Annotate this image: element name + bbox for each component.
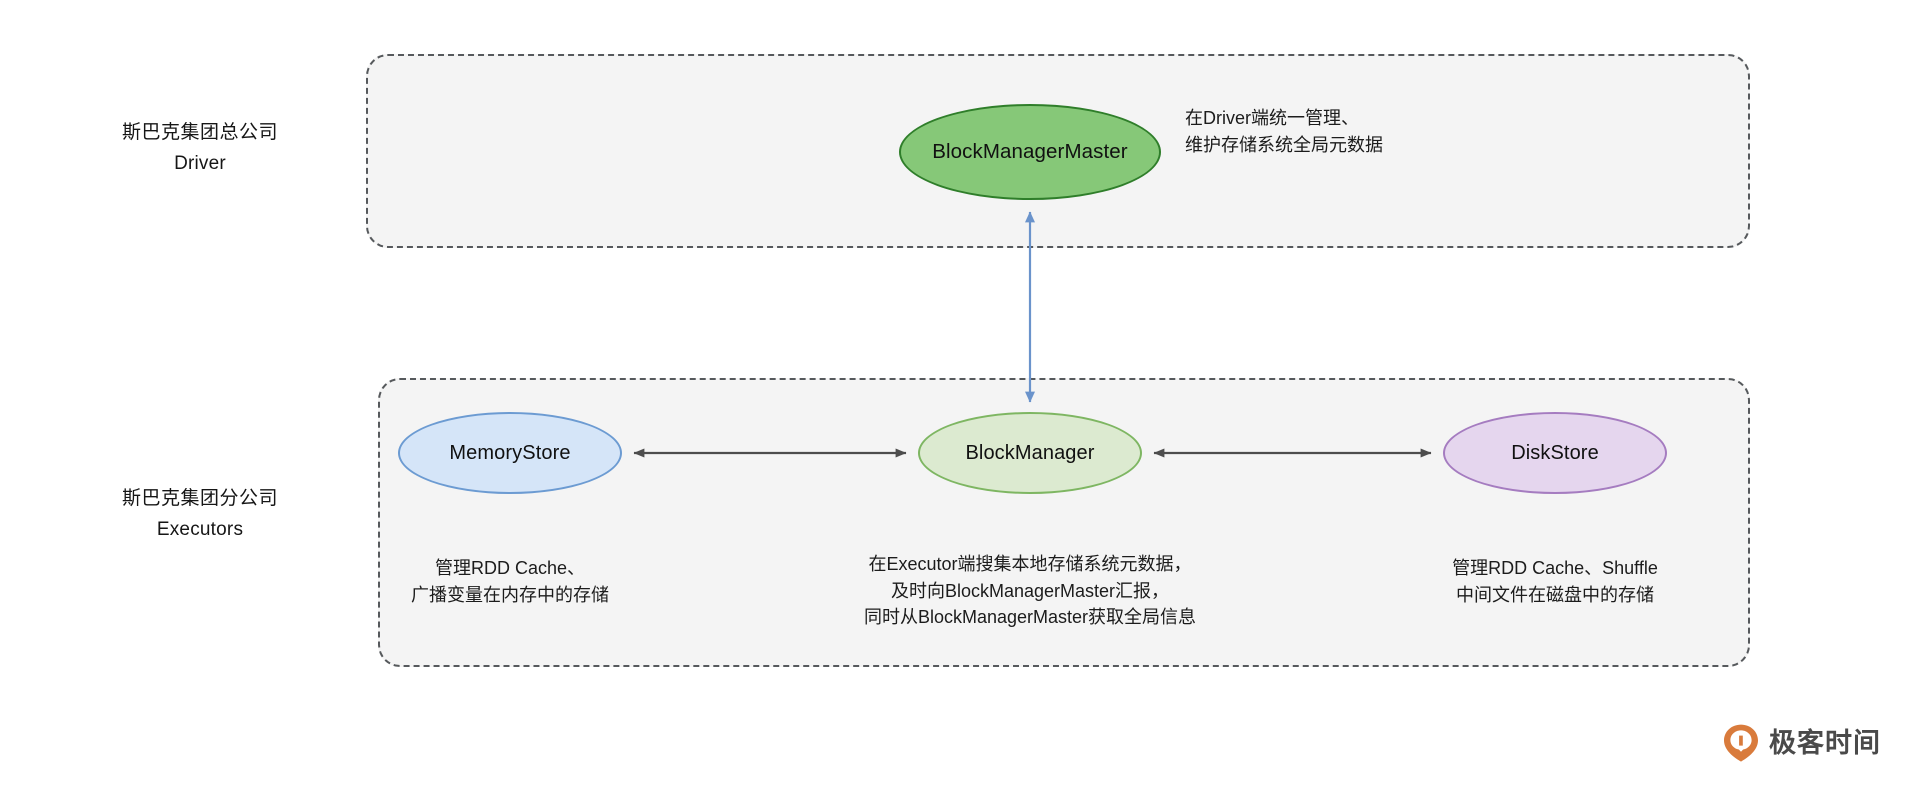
stage-label-executors-cn: 斯巴克集团分公司 xyxy=(121,488,278,509)
annotation-disk-store-note-line-1: 管理RDD Cache、Shuffle xyxy=(1452,558,1658,578)
annotation-memory-store-note: 管理RDD Cache、 广播变量在内存中的存储 xyxy=(390,555,630,608)
stage-label-driver-cn: 斯巴克集团总公司 xyxy=(121,122,278,143)
node-block-manager[interactable]: BlockManager xyxy=(918,412,1142,494)
stage-label-driver-en: Driver xyxy=(174,152,226,174)
annotation-block-manager-note: 在Executor端搜集本地存储系统元数据， 及时向BlockManagerMa… xyxy=(800,551,1260,631)
watermark: 极客时间 xyxy=(1722,723,1881,763)
node-block-manager-master[interactable]: BlockManagerMaster xyxy=(899,104,1161,200)
node-block-manager-master-label: BlockManagerMaster xyxy=(932,140,1128,163)
annotation-block-manager-note-line-3: 同时从BlockManagerMaster获取全局信息 xyxy=(863,607,1197,628)
annotation-driver-note-line-2: 维护存储系统全局元数据 xyxy=(1185,134,1383,155)
annotation-memory-store-note-line-1: 管理RDD Cache、 xyxy=(434,558,586,578)
node-memory-store[interactable]: MemoryStore xyxy=(398,412,622,494)
annotation-block-manager-note-line-2: 及时向BlockManagerMaster汇报， xyxy=(890,580,1170,601)
annotation-driver-note-line-1: 在Driver端统一管理、 xyxy=(1185,108,1359,128)
annotation-memory-store-note-line-2: 广播变量在内存中的存储 xyxy=(411,584,609,605)
node-disk-store[interactable]: DiskStore xyxy=(1443,412,1667,494)
node-block-manager-label: BlockManager xyxy=(965,441,1095,464)
annotation-block-manager-note-line-1: 在Executor端搜集本地存储系统元数据， xyxy=(868,554,1192,574)
annotation-disk-store-note-line-2: 中间文件在磁盘中的存储 xyxy=(1456,584,1654,605)
stage-label-driver: 斯巴克集团总公司 Driver xyxy=(60,118,340,180)
watermark-text: 极客时间 xyxy=(1769,727,1881,758)
stage-label-executors: 斯巴克集团分公司 Executors xyxy=(60,484,340,546)
stage-label-executors-en: Executors xyxy=(156,518,244,540)
annotation-disk-store-note: 管理RDD Cache、Shuffle 中间文件在磁盘中的存储 xyxy=(1415,555,1695,608)
node-memory-store-label: MemoryStore xyxy=(449,441,571,464)
node-disk-store-label: DiskStore xyxy=(1511,441,1599,464)
annotation-driver-note: 在Driver端统一管理、 维护存储系统全局元数据 xyxy=(1185,105,1383,158)
geektime-logo-icon xyxy=(1724,724,1758,762)
